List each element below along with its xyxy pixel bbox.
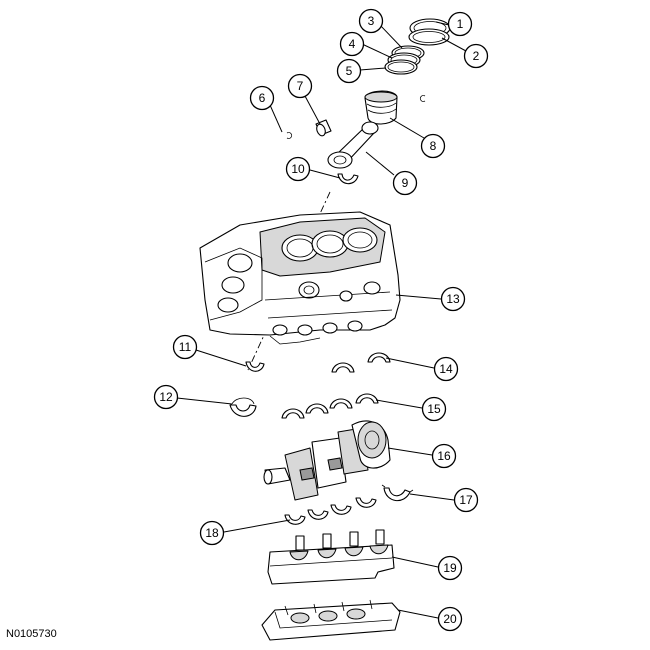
svg-text:9: 9 (402, 176, 409, 190)
callout-3: 3 (358, 8, 384, 34)
callout-4: 4 (339, 31, 365, 57)
svg-text:3: 3 (368, 14, 375, 28)
main-bearing-set-lower (284, 497, 377, 525)
svg-text:4: 4 (349, 37, 356, 51)
callout-10: 10 (285, 156, 311, 182)
thrust-bearing-lower (381, 484, 414, 502)
callout-14: 14 (433, 356, 459, 382)
callout-17: 17 (453, 487, 479, 513)
svg-text:14: 14 (439, 362, 453, 376)
rod-bearing-lower (245, 361, 265, 372)
svg-text:7: 7 (297, 79, 304, 93)
callout-1: 1 (447, 11, 473, 37)
retaining-clip (286, 132, 292, 139)
main-bearing-set-upper (281, 393, 379, 419)
callout-9: 9 (392, 170, 418, 196)
callout-18: 18 (199, 520, 225, 546)
piston-pin (315, 119, 332, 137)
svg-text:16: 16 (437, 449, 451, 463)
callout-15: 15 (421, 396, 447, 422)
callout-12: 12 (153, 384, 179, 410)
svg-text:10: 10 (291, 162, 305, 176)
main-bearing-caps (267, 529, 395, 585)
svg-text:12: 12 (159, 390, 173, 404)
callout-6: 6 (249, 85, 275, 111)
figure-id-label: N0105730 (6, 628, 57, 640)
svg-text:18: 18 (205, 526, 219, 540)
svg-text:13: 13 (446, 292, 460, 306)
callout-20: 20 (437, 606, 463, 632)
callout-7: 7 (287, 73, 313, 99)
crankshaft (263, 420, 391, 501)
leader-lines (176, 21, 467, 619)
piston-ring-stack (384, 45, 425, 75)
callout-2: 2 (463, 43, 489, 69)
callout-5: 5 (336, 58, 362, 84)
rod-bearing-upper (337, 173, 359, 185)
svg-text:2: 2 (473, 49, 480, 63)
connecting-rod (327, 121, 379, 169)
svg-text:15: 15 (427, 402, 441, 416)
callout-16: 16 (431, 443, 457, 469)
engine-block (199, 211, 401, 345)
callout-19: 19 (437, 555, 463, 581)
svg-text:8: 8 (430, 139, 437, 153)
main-bearing-pair-upper (331, 352, 391, 373)
piston-ring-upper (408, 18, 451, 46)
callout-11: 11 (172, 334, 198, 360)
thrust-washer (229, 397, 257, 417)
svg-text:5: 5 (346, 64, 353, 78)
svg-text:17: 17 (459, 493, 473, 507)
svg-text:11: 11 (179, 340, 192, 354)
bedplate (261, 599, 401, 641)
svg-text:6: 6 (259, 91, 266, 105)
svg-text:19: 19 (443, 561, 457, 575)
callout-8: 8 (420, 133, 446, 159)
callout-13: 13 (440, 286, 466, 312)
piston (364, 90, 398, 125)
retaining-clip-piston (420, 95, 426, 102)
svg-text:20: 20 (443, 612, 457, 626)
svg-text:1: 1 (457, 17, 464, 31)
